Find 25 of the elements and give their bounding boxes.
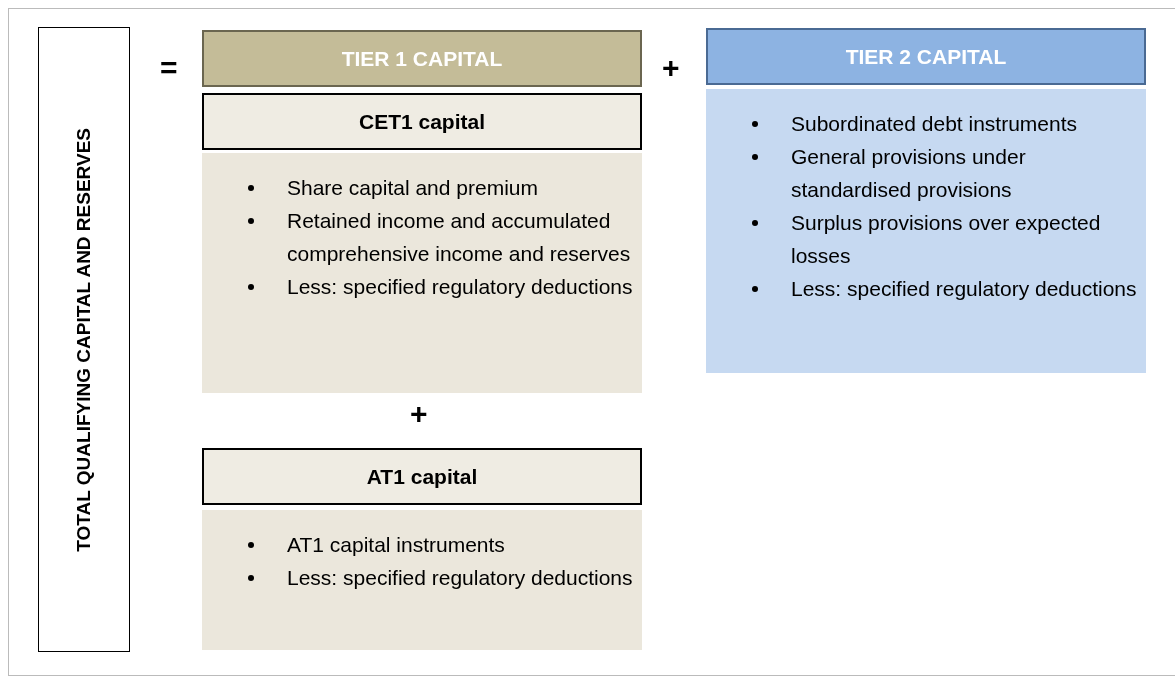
component-panel <box>202 510 642 650</box>
capital-header <box>202 448 642 505</box>
operator-sign: + <box>410 396 428 432</box>
tier-header <box>202 30 642 87</box>
list-item: Less: specified regulatory deductions <box>287 565 633 591</box>
list-item: Surplus provisions over expected losses <box>791 210 1102 269</box>
list-item: Less: specified regulatory deductions <box>287 274 633 300</box>
tier-header <box>706 28 1146 85</box>
list-item: Less: specified regulatory deductions <box>791 276 1137 302</box>
component-panel <box>202 153 642 393</box>
capital-header <box>202 93 642 150</box>
list-item: Share capital and premium <box>287 175 538 201</box>
tier-title: TIER 1 CAPITAL <box>341 45 503 72</box>
list-item: General provisions under standardised provisions <box>791 144 1027 203</box>
operator-sign: = <box>160 50 178 86</box>
list-item: Subordinated debt instruments <box>791 111 1077 137</box>
capital-title: AT1 capital <box>366 463 478 490</box>
tier-title: TIER 2 CAPITAL <box>845 43 1007 70</box>
capital-title: CET1 capital <box>358 108 485 135</box>
total-label: TOTAL QUALIFYING CAPITAL AND RESERVES <box>71 127 95 552</box>
list-item: Retained income and accumulated comprehensive income and reserves <box>287 208 632 267</box>
total-box <box>38 27 130 652</box>
list-item: AT1 capital instruments <box>287 532 505 558</box>
operator-sign: + <box>662 50 680 86</box>
component-panel <box>706 89 1146 373</box>
